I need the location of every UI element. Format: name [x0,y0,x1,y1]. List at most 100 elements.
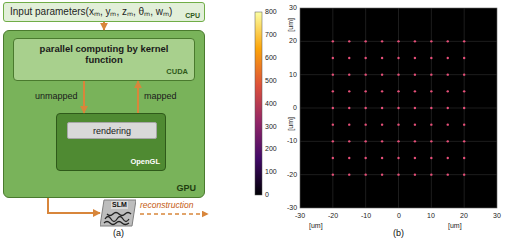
focus-spot [463,73,465,75]
process-text: parallel computing by kernel function [22,44,186,66]
focus-spot [397,57,399,59]
focus-spot [414,90,416,92]
colorbar [255,12,262,195]
axis-unit: [um] [309,222,323,230]
focus-spot [381,157,383,159]
focus-spot [463,140,465,142]
device-label: GPU [176,183,196,193]
colorbar-tick: 400 [265,100,277,108]
grid-line [300,174,497,175]
opengl-box: renderingOpenGL [56,113,166,171]
focus-spot [397,107,399,109]
colorbar-tick: 0 [265,191,269,199]
focus-spot [397,140,399,142]
focus-spot [463,90,465,92]
axis-tick: 10 [427,212,435,220]
focus-spot [430,107,432,109]
grid-line [464,8,465,208]
grid-line [300,141,497,142]
focus-spot [447,90,449,92]
colorbar-tick: 600 [265,54,277,62]
device-label: SLM [111,201,128,209]
axis-tick: 10 [289,71,297,79]
focus-spot [430,157,432,159]
axis-tick: 0 [293,104,297,112]
focus-spot [447,57,449,59]
focus-spot [364,90,366,92]
focus-spot [397,73,399,75]
focus-spot [414,140,416,142]
image-plot [300,8,497,208]
focus-spot [332,107,334,109]
flow-arrow [137,81,139,113]
focus-spot [348,40,350,42]
focus-spot [348,90,350,92]
axis-unit: [um] [287,18,295,32]
grid-line [300,74,497,75]
axis-unit: [um] [287,117,295,131]
focus-spot [430,140,432,142]
focus-spot [364,73,366,75]
focus-spot [381,140,383,142]
focus-spot [381,123,383,125]
phase-pattern [105,217,129,222]
colorbar-tick: 800 [265,8,277,16]
flow-arrow [83,81,85,113]
grid-line [431,8,432,208]
focus-spot [430,73,432,75]
slm-body [100,200,136,226]
focus-spot [332,157,334,159]
colorbar-tick: 200 [265,145,277,153]
focus-spot [414,73,416,75]
focus-spot [447,173,449,175]
focus-spot [364,173,366,175]
focus-spot [414,40,416,42]
axis-unit: [um] [448,222,462,230]
cuda-box: parallel computing by kernel functionCUD… [13,38,195,81]
focus-spot [348,123,350,125]
render-box: rendering [67,122,157,139]
axis-tick: 20 [460,212,468,220]
focus-spot [348,173,350,175]
grid-lines [300,8,497,208]
focus-spot [430,57,432,59]
focus-spot [430,40,432,42]
focus-spot [430,173,432,175]
focus-spot [463,173,465,175]
grid-line [365,8,366,208]
focus-spot [447,40,449,42]
focus-spot [348,73,350,75]
axis-tick: -20 [287,171,297,179]
focus-spot [381,73,383,75]
panel-label: (a) [113,229,124,239]
grid-line [398,8,399,208]
axis-tick: 20 [289,37,297,45]
focus-spot [447,107,449,109]
focus-spot [348,107,350,109]
focus-spot [414,107,416,109]
focus-spot [364,140,366,142]
focus-spot [332,123,334,125]
focus-spot [397,40,399,42]
focus-spot [348,57,350,59]
axis-tick: 30 [289,4,297,12]
axis-tick: -30 [287,204,297,212]
focus-spot [381,57,383,59]
gpu-box: parallel computing by kernel functionCUD… [3,30,205,198]
axis-tick: -30 [295,212,305,220]
input-text: Input parameters(xₘ, yₘ, zₘ, θₘ, wₘ) [10,6,172,18]
focus-spot [332,73,334,75]
focus-spot [348,157,350,159]
focus-spot [332,40,334,42]
flow-arrow [48,198,100,213]
input-box: Input parameters(xₘ, yₘ, zₘ, θₘ, wₘ)CPU [3,2,205,22]
phase-pattern [104,222,129,225]
focus-spot [414,57,416,59]
axis-tick: -10 [361,212,371,220]
colorbar-tick: 700 [265,31,277,39]
focus-spot [447,140,449,142]
focus-spot [397,157,399,159]
grid-line [300,108,497,109]
grid-line [300,41,497,42]
